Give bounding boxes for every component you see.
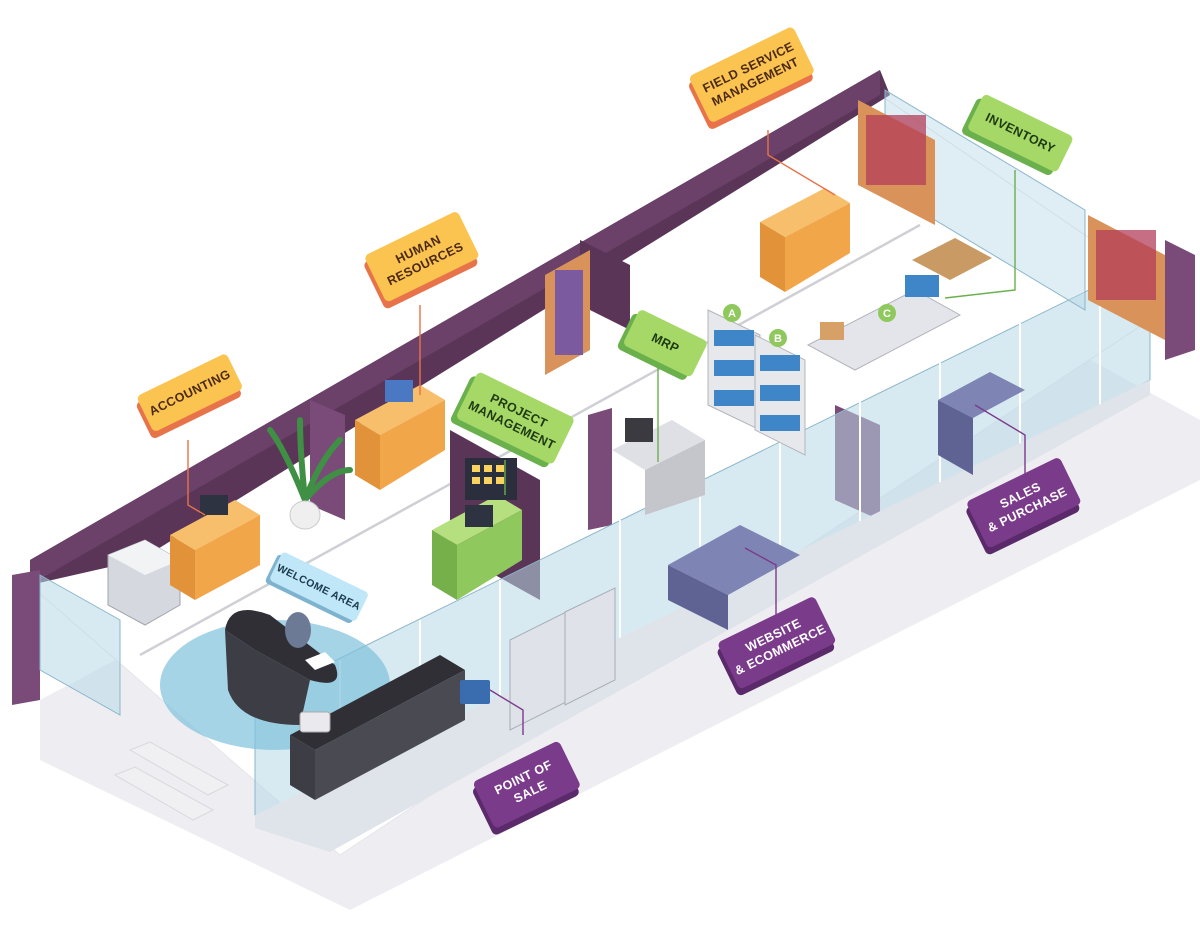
pos-shelving [509, 587, 616, 731]
sign-inventory: INVENTORY [962, 94, 1073, 176]
reception-paper [305, 652, 335, 670]
bookshelf [1088, 215, 1165, 340]
shelf-label-b-text: B [774, 333, 782, 345]
entrance-step [128, 741, 230, 796]
accounting-desk [170, 495, 260, 600]
plant-pot [289, 500, 321, 530]
sign-website-ecommerce: WEBSITE & ECOMMERCE [717, 597, 836, 696]
reception-desk [225, 610, 338, 683]
back-wall-face [30, 70, 880, 585]
mrp-table-side [645, 440, 705, 515]
shelf-label-b: B [769, 329, 787, 347]
cash-register [299, 711, 331, 733]
entrance-step [113, 766, 215, 821]
partition-wall [580, 240, 630, 330]
right-end-wall [1165, 240, 1195, 360]
pm-desk [432, 495, 522, 600]
warehouse-rack-b [754, 334, 806, 456]
fsm-desk [760, 188, 850, 292]
copier-top [108, 540, 180, 575]
reception-desk-front [225, 630, 310, 725]
shelf-label-c: C [878, 304, 896, 322]
leader-lines [187, 130, 1026, 735]
pos-counter-front [290, 735, 315, 800]
sign-human-resources: HUMAN RESOURCES [364, 212, 479, 309]
shelf-label-a: A [723, 304, 741, 322]
sign-point-of-sale: POINT OF SALE [473, 741, 580, 835]
hr-desk [355, 380, 445, 490]
sign-accounting: ACCOUNTING [136, 354, 242, 439]
sign-mrp: MRP [617, 310, 707, 380]
bookshelf [545, 250, 590, 375]
pos-terminal [460, 680, 490, 704]
pos-counter-side [315, 670, 465, 800]
plant-icon [267, 417, 353, 503]
reception-chair [285, 612, 311, 648]
left-end-wall [12, 570, 40, 705]
sign-field-service: FIELD SERVICE MANAGEMENT [689, 27, 814, 129]
sales-desk [938, 372, 1025, 475]
partition-wall [588, 408, 612, 530]
glass-wall-left [39, 574, 121, 716]
warehouse-table [806, 238, 992, 371]
ecommerce-desk [668, 525, 800, 630]
pos-counter-top [290, 655, 465, 750]
warehouse-rack-a [707, 309, 761, 431]
shelf-label-a-text: A [728, 308, 736, 320]
3d-printer [625, 418, 653, 442]
bookshelf [858, 100, 935, 225]
sticky-notes [472, 465, 504, 484]
shelf-label-c-text: C [883, 308, 891, 320]
